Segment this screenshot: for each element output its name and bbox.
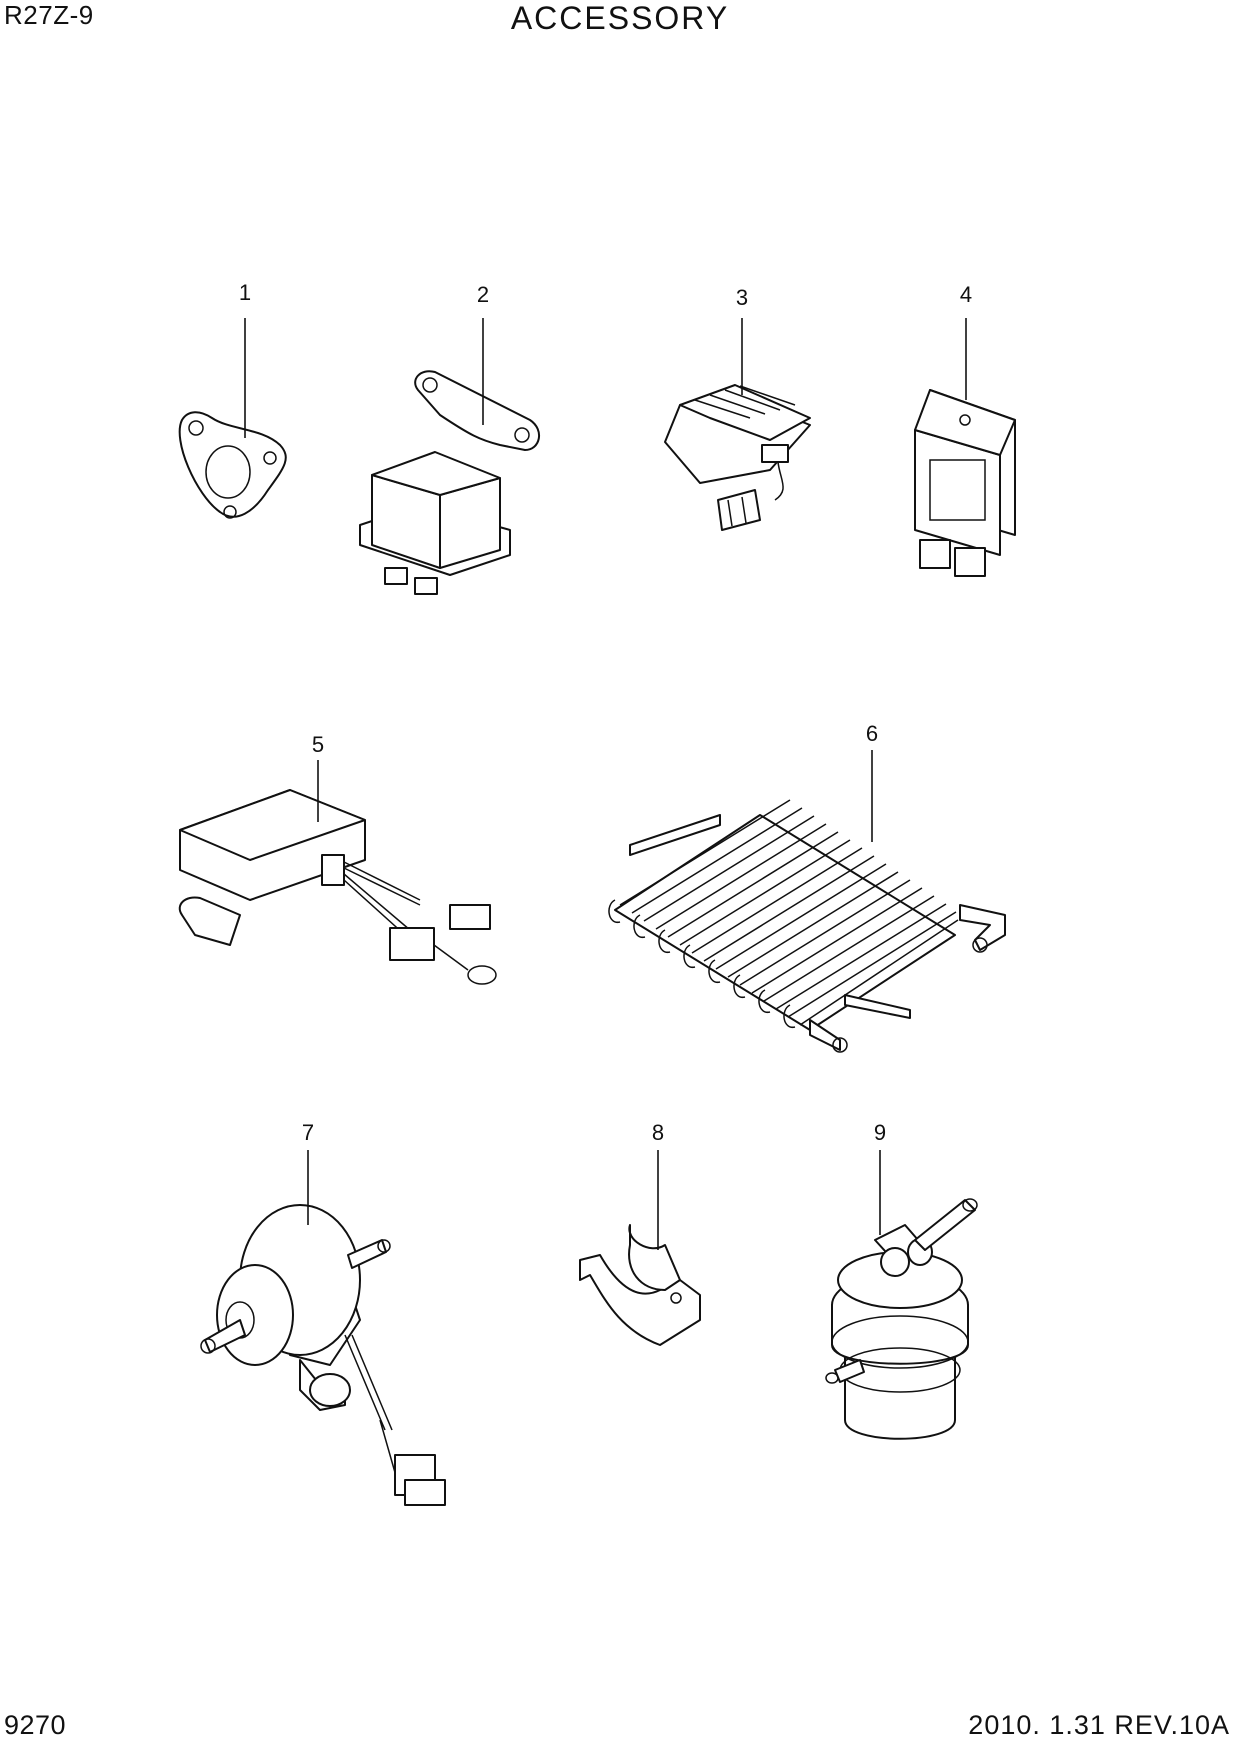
callout-7: 7 (302, 1120, 314, 1145)
callout-4: 4 (960, 282, 972, 307)
part-4-controller (914, 389, 1016, 577)
part-9-fuel-filter (825, 1198, 978, 1440)
callout-5: 5 (312, 732, 324, 757)
callout-8: 8 (652, 1120, 664, 1145)
revision-date: 2010. 1.31 REV.10A (968, 1710, 1230, 1740)
page-title: ACCESSORY (510, 0, 730, 36)
callout-6: 6 (866, 721, 878, 746)
part-3-regulator (664, 384, 811, 531)
callout-9: 9 (874, 1120, 886, 1145)
part-5-module (178, 789, 497, 985)
part-6-oil-cooler (608, 799, 1006, 1053)
callout-1: 1 (239, 280, 251, 305)
model-code: R27Z-9 (4, 0, 94, 30)
callout-3: 3 (736, 285, 748, 310)
part-2-relay (359, 370, 540, 595)
page-number: 9270 (4, 1710, 67, 1740)
callout-2: 2 (477, 282, 489, 307)
part-7-fuel-pump (200, 1204, 446, 1506)
part-8-clamp (579, 1224, 701, 1346)
part-1-gasket (178, 411, 287, 519)
